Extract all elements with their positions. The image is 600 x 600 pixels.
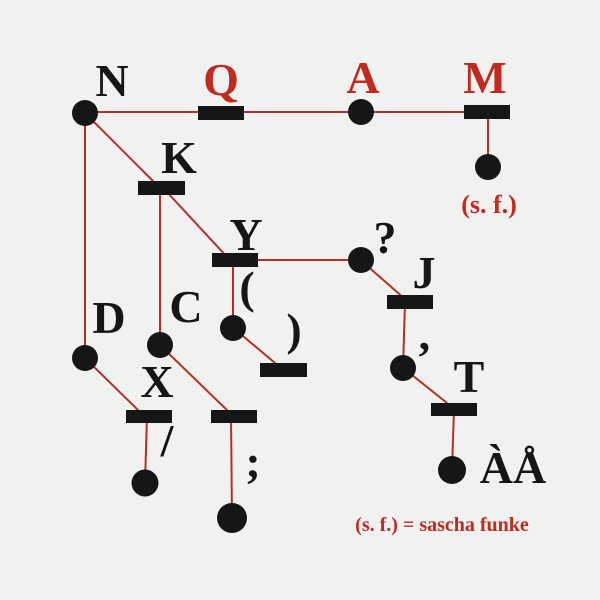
edge-k-y — [165, 190, 229, 259]
dot-sf — [475, 154, 501, 180]
dot-d — [72, 345, 98, 371]
dot-n — [72, 100, 98, 126]
dot-a — [348, 99, 374, 125]
edge-n-k — [86, 114, 162, 190]
bar-j — [387, 295, 433, 309]
dot-aring — [438, 456, 466, 484]
bar-t — [431, 403, 477, 416]
label-open-paren: ( — [239, 262, 254, 313]
label-y: Y — [229, 209, 262, 260]
label-a: A — [346, 52, 379, 103]
label-slash: / — [160, 415, 175, 466]
label-semicolon: ; — [245, 436, 260, 487]
edge-semicolon-bar-dot — [230, 415, 233, 519]
bar-x — [126, 410, 172, 423]
dot-semicolon — [217, 503, 247, 533]
label-c: C — [169, 281, 202, 332]
edge-d-x — [87, 360, 143, 415]
label-t: T — [454, 351, 485, 402]
label-d: D — [92, 292, 125, 343]
label-a-grave-a-ring: ÀÅ — [480, 442, 546, 493]
edge-apostrophe-t — [406, 370, 453, 408]
label-sf-abbrev: (s. f.) — [461, 190, 517, 219]
label-n: N — [95, 55, 128, 106]
edge-c-semicolon-bar — [162, 347, 232, 415]
label-j: J — [413, 247, 436, 298]
dot-slash — [131, 469, 159, 497]
label-k: K — [161, 132, 197, 183]
dot-open-paren — [220, 315, 246, 341]
dot-apostrophe — [390, 355, 416, 381]
edge-openparen-closeparen — [236, 330, 282, 369]
label-apostrophe: ’ — [416, 332, 431, 383]
dot-c — [147, 332, 173, 358]
bar-close-paren — [260, 363, 307, 377]
edge-question-j — [363, 262, 407, 301]
label-question: ? — [374, 212, 397, 263]
label-q: Q — [203, 54, 239, 105]
label-x: X — [140, 356, 173, 407]
label-m: M — [463, 52, 506, 103]
bar-y — [212, 253, 258, 267]
label-close-paren: ) — [286, 304, 301, 355]
bar-k — [138, 181, 185, 195]
label-caption: (s. f.) = sascha funke — [355, 514, 529, 536]
dot-question — [348, 247, 374, 273]
bar-q — [198, 106, 244, 120]
bar-semicolon — [211, 410, 257, 423]
bar-m — [464, 105, 510, 119]
